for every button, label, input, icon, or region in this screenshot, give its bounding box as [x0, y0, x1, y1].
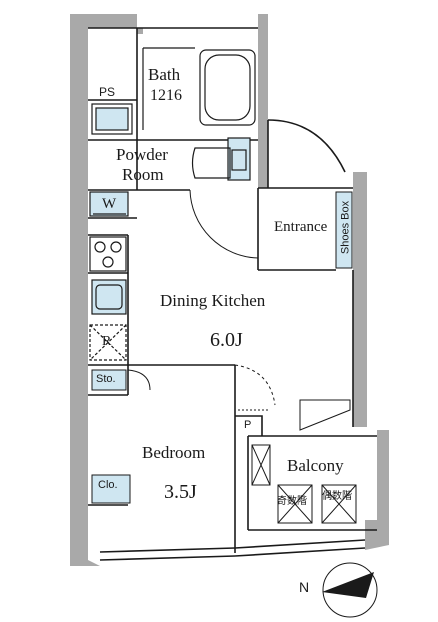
- powder-room-label-2: Room: [122, 165, 164, 184]
- dining-kitchen-label: Dining Kitchen: [160, 291, 266, 310]
- shoes-box-label: Shoes Box: [339, 200, 352, 255]
- closet-label: Clo.: [98, 479, 118, 491]
- sink-blue: [227, 137, 251, 181]
- washer-label: W: [102, 196, 117, 212]
- ps-label: PS: [99, 85, 116, 99]
- compass: [322, 562, 378, 618]
- dining-kitchen-size: 6.0J: [210, 329, 243, 351]
- interior-walls: [88, 27, 377, 561]
- bathtub: [199, 49, 256, 126]
- toilet: [191, 147, 231, 179]
- kitchen-counter: [89, 236, 127, 361]
- shoes-box: [335, 191, 353, 269]
- pipe-space-label: P: [244, 419, 252, 431]
- wall-bath-left: [137, 28, 143, 34]
- bath-fixtures: [142, 47, 256, 130]
- hatch-even-floor-label: 偶数階: [322, 491, 352, 502]
- wall-top-right: [258, 14, 268, 188]
- powder-fixtures: [91, 103, 251, 181]
- compass-needle: [322, 572, 374, 598]
- balcony-label: Balcony: [287, 456, 344, 475]
- closet-box: [91, 474, 131, 504]
- compass-north-label: N: [299, 579, 310, 595]
- bedroom-size: 3.5J: [164, 481, 197, 503]
- structural-walls: [70, 14, 389, 566]
- storage-label: Sto.: [96, 373, 116, 385]
- balcony-fixtures: [251, 444, 357, 524]
- storage-box: [91, 369, 127, 391]
- bath-label: Bath: [148, 65, 181, 84]
- wall-entrance-right: [353, 172, 367, 427]
- bedroom-label: Bedroom: [142, 443, 206, 462]
- door-swings: [127, 188, 351, 431]
- powder-room-label-1: Powder: [116, 145, 168, 164]
- bath-size: 1216: [150, 87, 182, 104]
- wall-balcony-right: [377, 430, 389, 540]
- washer-unit: [89, 191, 129, 217]
- refrigerator-label: R: [102, 334, 112, 349]
- hatch-odd-floor-label: 奇数階: [277, 496, 307, 507]
- wall-bottom-wedge: [365, 520, 389, 550]
- wall-left-column: [70, 14, 137, 566]
- entrance-label: Entrance: [274, 219, 328, 235]
